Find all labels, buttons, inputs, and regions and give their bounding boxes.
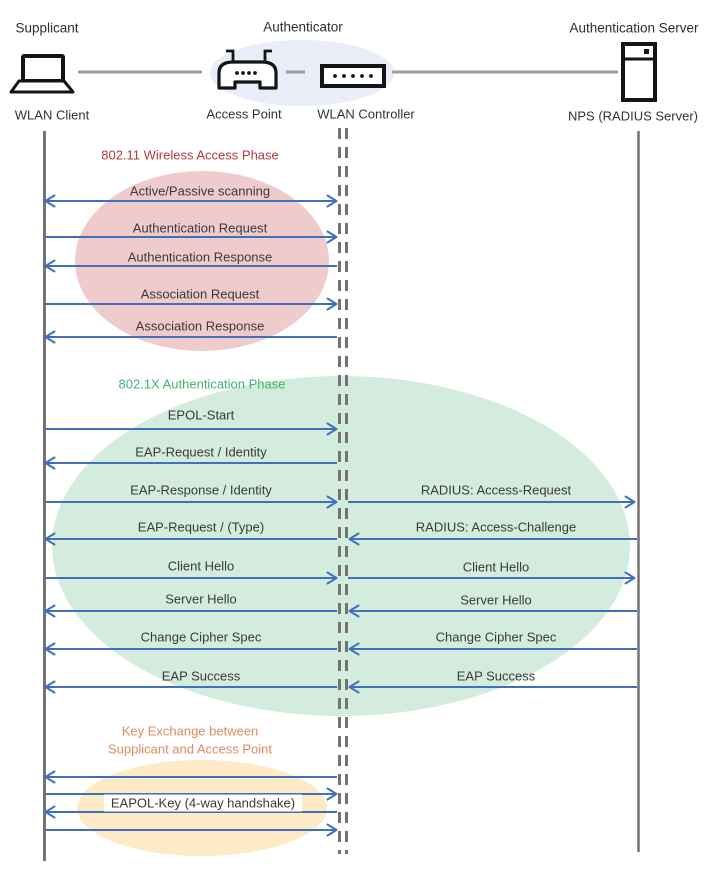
server-icon (621, 42, 657, 102)
node-wlan-client: WLAN Client (14, 107, 90, 123)
message-label: Active/Passive scanning (129, 183, 271, 199)
message-label: Change Cipher Spec (140, 629, 262, 645)
laptop-icon (9, 54, 75, 94)
controller-lifeline-dashed (338, 128, 348, 854)
message-label: Association Request (140, 286, 260, 302)
message-label: Server Hello (460, 592, 532, 608)
phase1-ellipse (75, 171, 329, 351)
message-label: EAP-Response / Identity (130, 482, 272, 498)
message-label: EAP-Request / Identity (135, 444, 267, 460)
message-label: Client Hello (462, 559, 530, 575)
message-label: EAP Success (456, 668, 536, 684)
message-label: RADIUS: Access-Request (420, 482, 572, 498)
message-label-eapol-key: EAPOL-Key (4-way handshake) (103, 794, 303, 812)
node-nps-radius: NPS (RADIUS Server) (567, 108, 699, 124)
message-label: RADIUS: Access-Challenge (415, 519, 577, 535)
node-access-point: Access Point (206, 106, 282, 122)
message-label: EAP-Request / (Type) (137, 519, 265, 535)
message-label: Server Hello (165, 591, 237, 607)
message-label: EPOL-Start (167, 407, 235, 423)
message-label: Client Hello (167, 558, 235, 574)
access-point-icon (217, 49, 278, 90)
phase3-title-line1: Key Exchange between (121, 723, 259, 739)
role-authentication-server: Authentication Server (569, 20, 699, 36)
phase1-title: 802.11 Wireless Access Phase (101, 147, 279, 163)
phase3-title-line2: Supplicant and Access Point (107, 741, 273, 757)
role-supplicant: Supplicant (15, 20, 79, 36)
node-wlan-controller: WLAN Controller (317, 106, 415, 122)
message-arrows (44, 194, 637, 837)
phase2-title: 802.1X Authentication Phase (118, 376, 286, 392)
role-authenticator: Authenticator (263, 19, 343, 35)
message-label: Authentication Request (132, 220, 268, 236)
message-label: Change Cipher Spec (435, 629, 557, 645)
message-label: EAP Success (161, 668, 241, 684)
message-label: Authentication Response (127, 249, 273, 265)
message-label: Association Response (135, 318, 265, 334)
controller-icon (320, 64, 386, 88)
